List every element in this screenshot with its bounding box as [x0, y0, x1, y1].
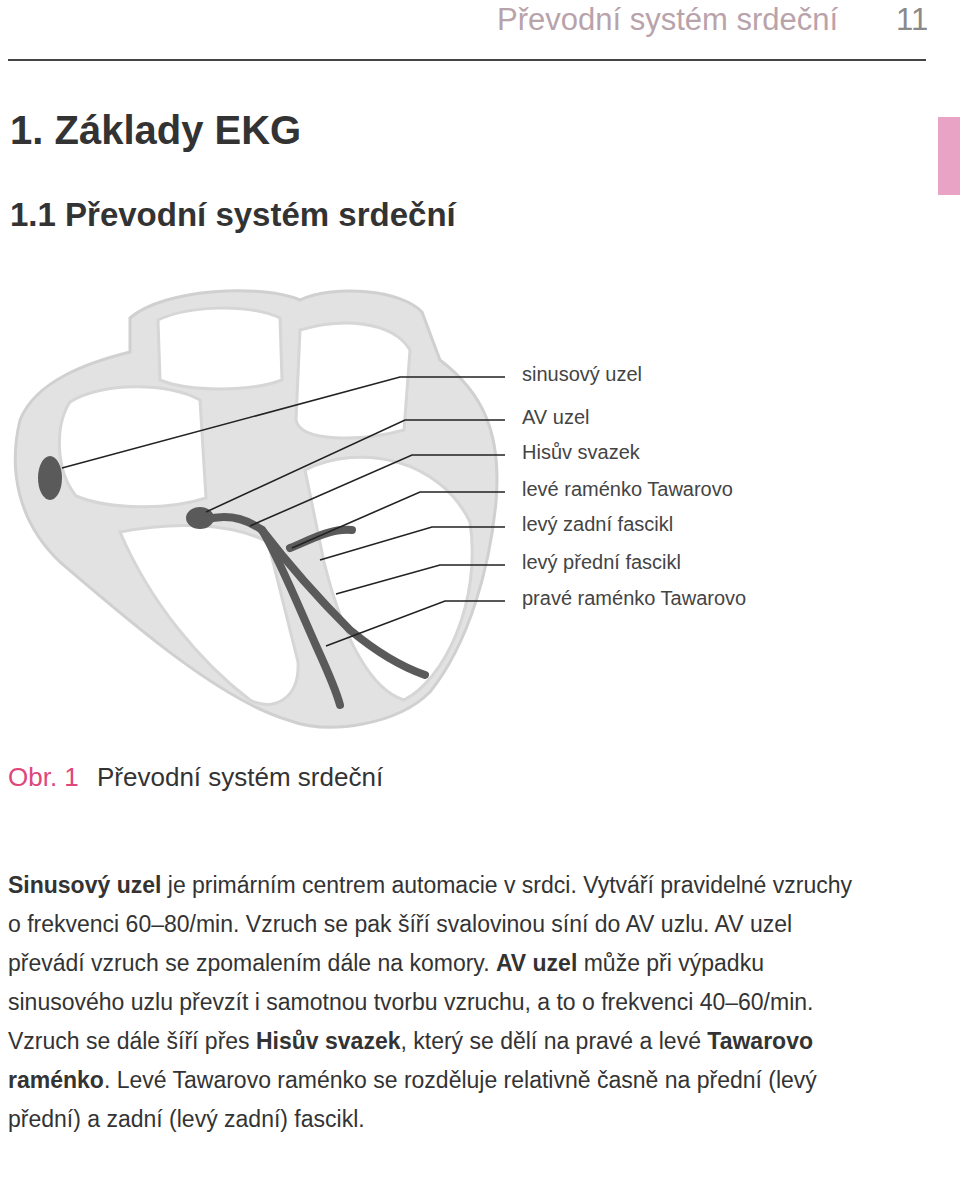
part-label: sinusový uzel [522, 363, 642, 386]
part-label: AV uzel [522, 406, 589, 429]
bold-term: Sinusový uzel [8, 872, 161, 898]
part-label: levé raménko Tawarovo [522, 478, 733, 501]
body-paragraph: Sinusový uzel je primárním centrem autom… [8, 866, 858, 1139]
heart-illustration [15, 291, 497, 727]
figure-caption: Převodní systém srdeční [97, 762, 383, 793]
bold-term: AV uzel [496, 950, 577, 976]
section-heading: 1.1 Převodní systém srdeční [10, 196, 456, 234]
body-text: . Levé Tawarovo raménko se rozděluje rel… [8, 1067, 817, 1132]
part-label: levý zadní fascikl [522, 513, 673, 536]
bold-term: Hisův svazek [256, 1028, 400, 1054]
part-label: levý přední fascikl [522, 551, 681, 574]
chapter-tab [938, 117, 960, 195]
chapter-heading: 1. Základy EKG [10, 108, 301, 153]
page-number: 11 [896, 2, 928, 38]
running-header: Převodní systém srdeční [497, 2, 838, 38]
part-label: Hisův svazek [522, 441, 640, 464]
header-rule [8, 59, 926, 61]
body-text: , který se dělí na pravé a levé [400, 1028, 700, 1054]
conduction-system [38, 456, 425, 705]
part-label: pravé raménko Tawarovo [522, 587, 746, 610]
figure-number: Obr. 1 [8, 762, 79, 793]
leader-lines [62, 377, 505, 646]
